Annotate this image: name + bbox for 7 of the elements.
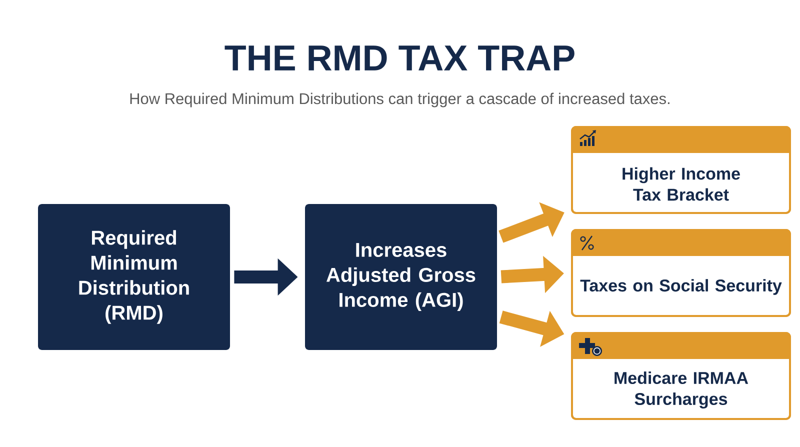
- result-box: Medicare IRMAA Surcharges: [571, 332, 791, 420]
- process-box: Required Minimum Distribution (RMD): [38, 204, 230, 350]
- title: THE RMD TAX TRAP: [224, 46, 574, 70]
- result-box: Higher Income Tax Bracket: [571, 126, 791, 214]
- process-box: Increases Adjusted Gross Income (AGI): [305, 204, 497, 350]
- subtitle: How Required Minimum Distributions can trigger a cascade of increased taxes.: [130, 92, 670, 108]
- result-box: Taxes on Social Security: [571, 229, 791, 317]
